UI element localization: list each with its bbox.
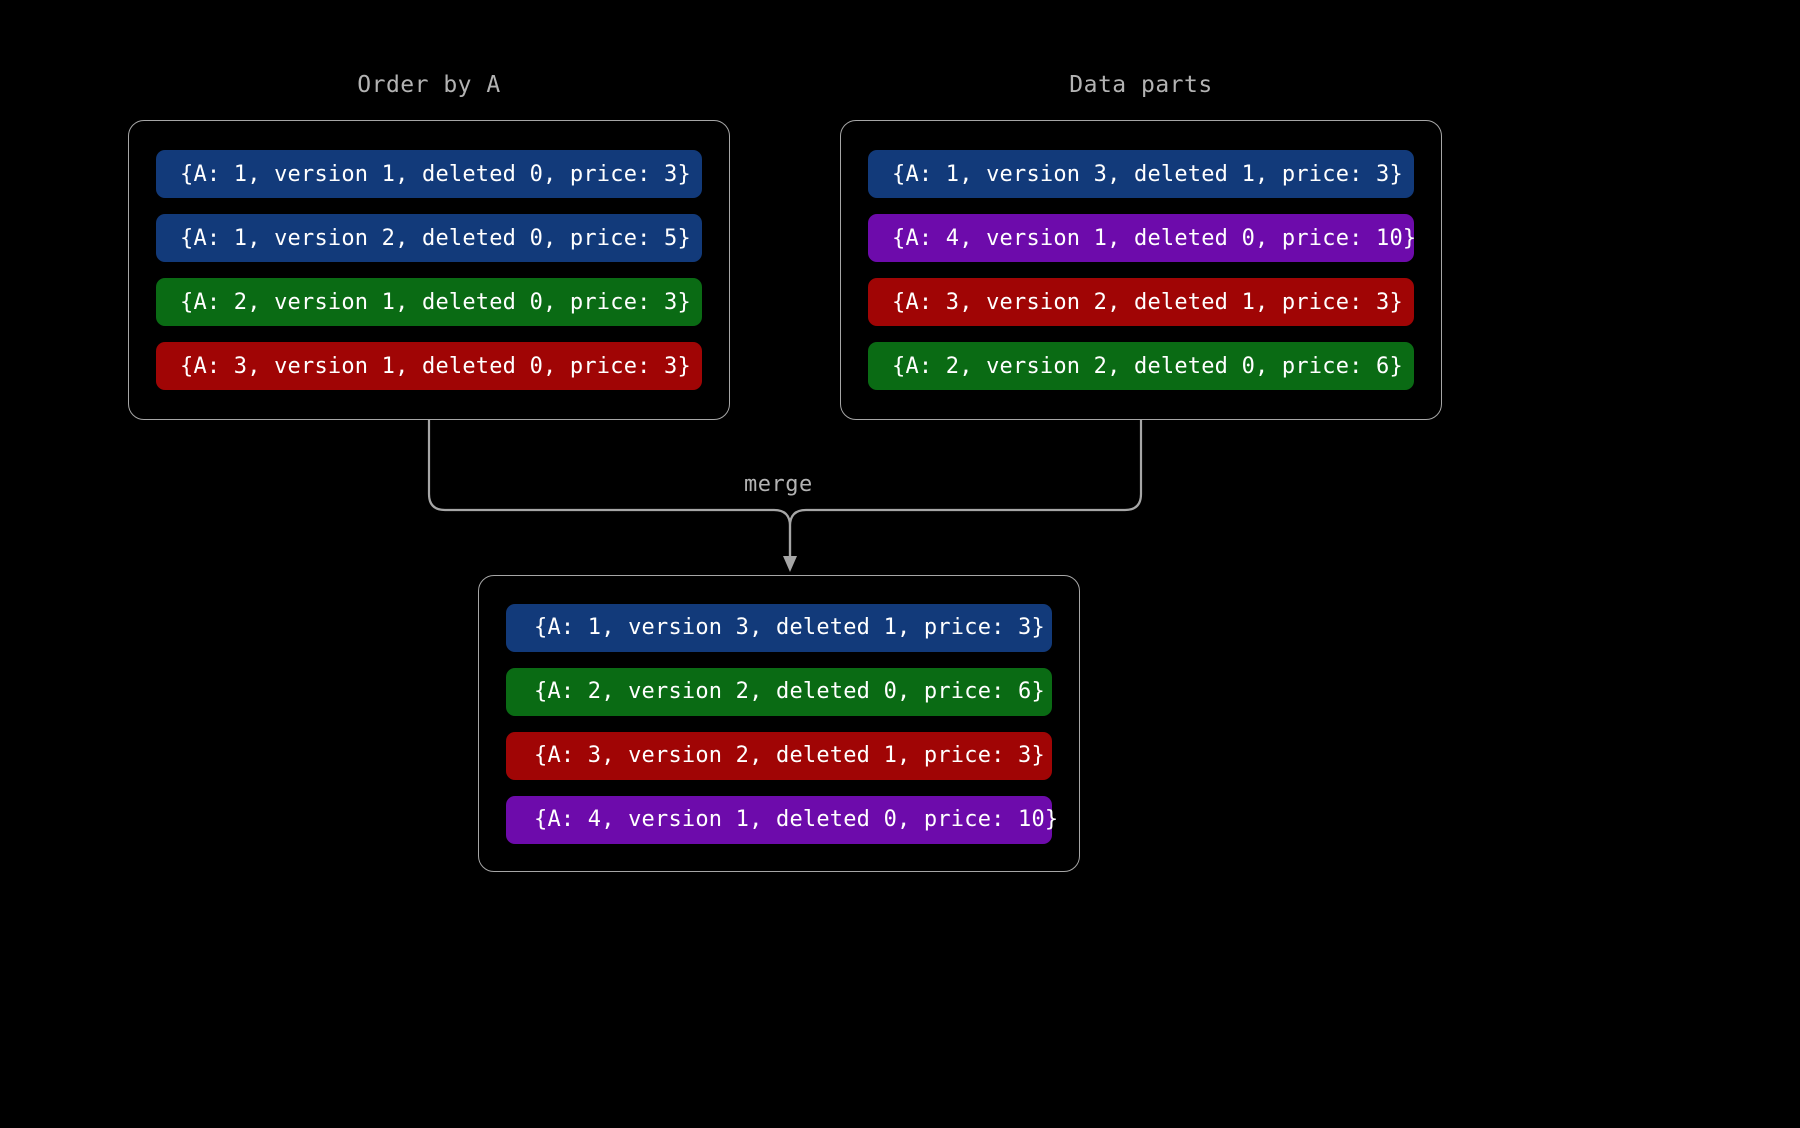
record-row[interactable]: {A: 1, version 3, deleted 1, price: 3} [506,603,1052,652]
record-row[interactable]: {A: 3, version 2, deleted 1, price: 3} [506,731,1052,780]
record-row[interactable]: {A: 1, version 1, deleted 0, price: 3} [156,150,702,198]
record-row[interactable]: {A: 3, version 1, deleted 0, price: 3} [156,342,702,390]
panel-data-parts: {A: 1, version 3, deleted 1, price: 3} {… [840,120,1442,420]
record-row[interactable]: {A: 4, version 1, deleted 0, price: 10} [868,214,1416,262]
panel-merged-result: {A: 1, version 3, deleted 1, price: 3} {… [478,575,1080,872]
group-title-data-parts: Data parts [1069,72,1213,98]
record-row[interactable]: {A: 2, version 1, deleted 0, price: 3} [156,278,702,326]
group-title-order-by-a: Order by A [357,72,501,98]
record-row[interactable]: {A: 3, version 2, deleted 1, price: 3} [868,278,1414,326]
merge-edge-label: merge [744,472,813,497]
record-row[interactable]: {A: 1, version 3, deleted 1, price: 3} [868,150,1414,198]
panel-order-by-a: {A: 1, version 1, deleted 0, price: 3} {… [128,120,730,420]
record-row[interactable]: {A: 4, version 1, deleted 0, price: 10} [506,795,1058,844]
record-row[interactable]: {A: 1, version 2, deleted 0, price: 5} [156,214,702,262]
record-row[interactable]: {A: 2, version 2, deleted 0, price: 6} [506,667,1052,716]
record-row[interactable]: {A: 2, version 2, deleted 0, price: 6} [868,342,1414,390]
